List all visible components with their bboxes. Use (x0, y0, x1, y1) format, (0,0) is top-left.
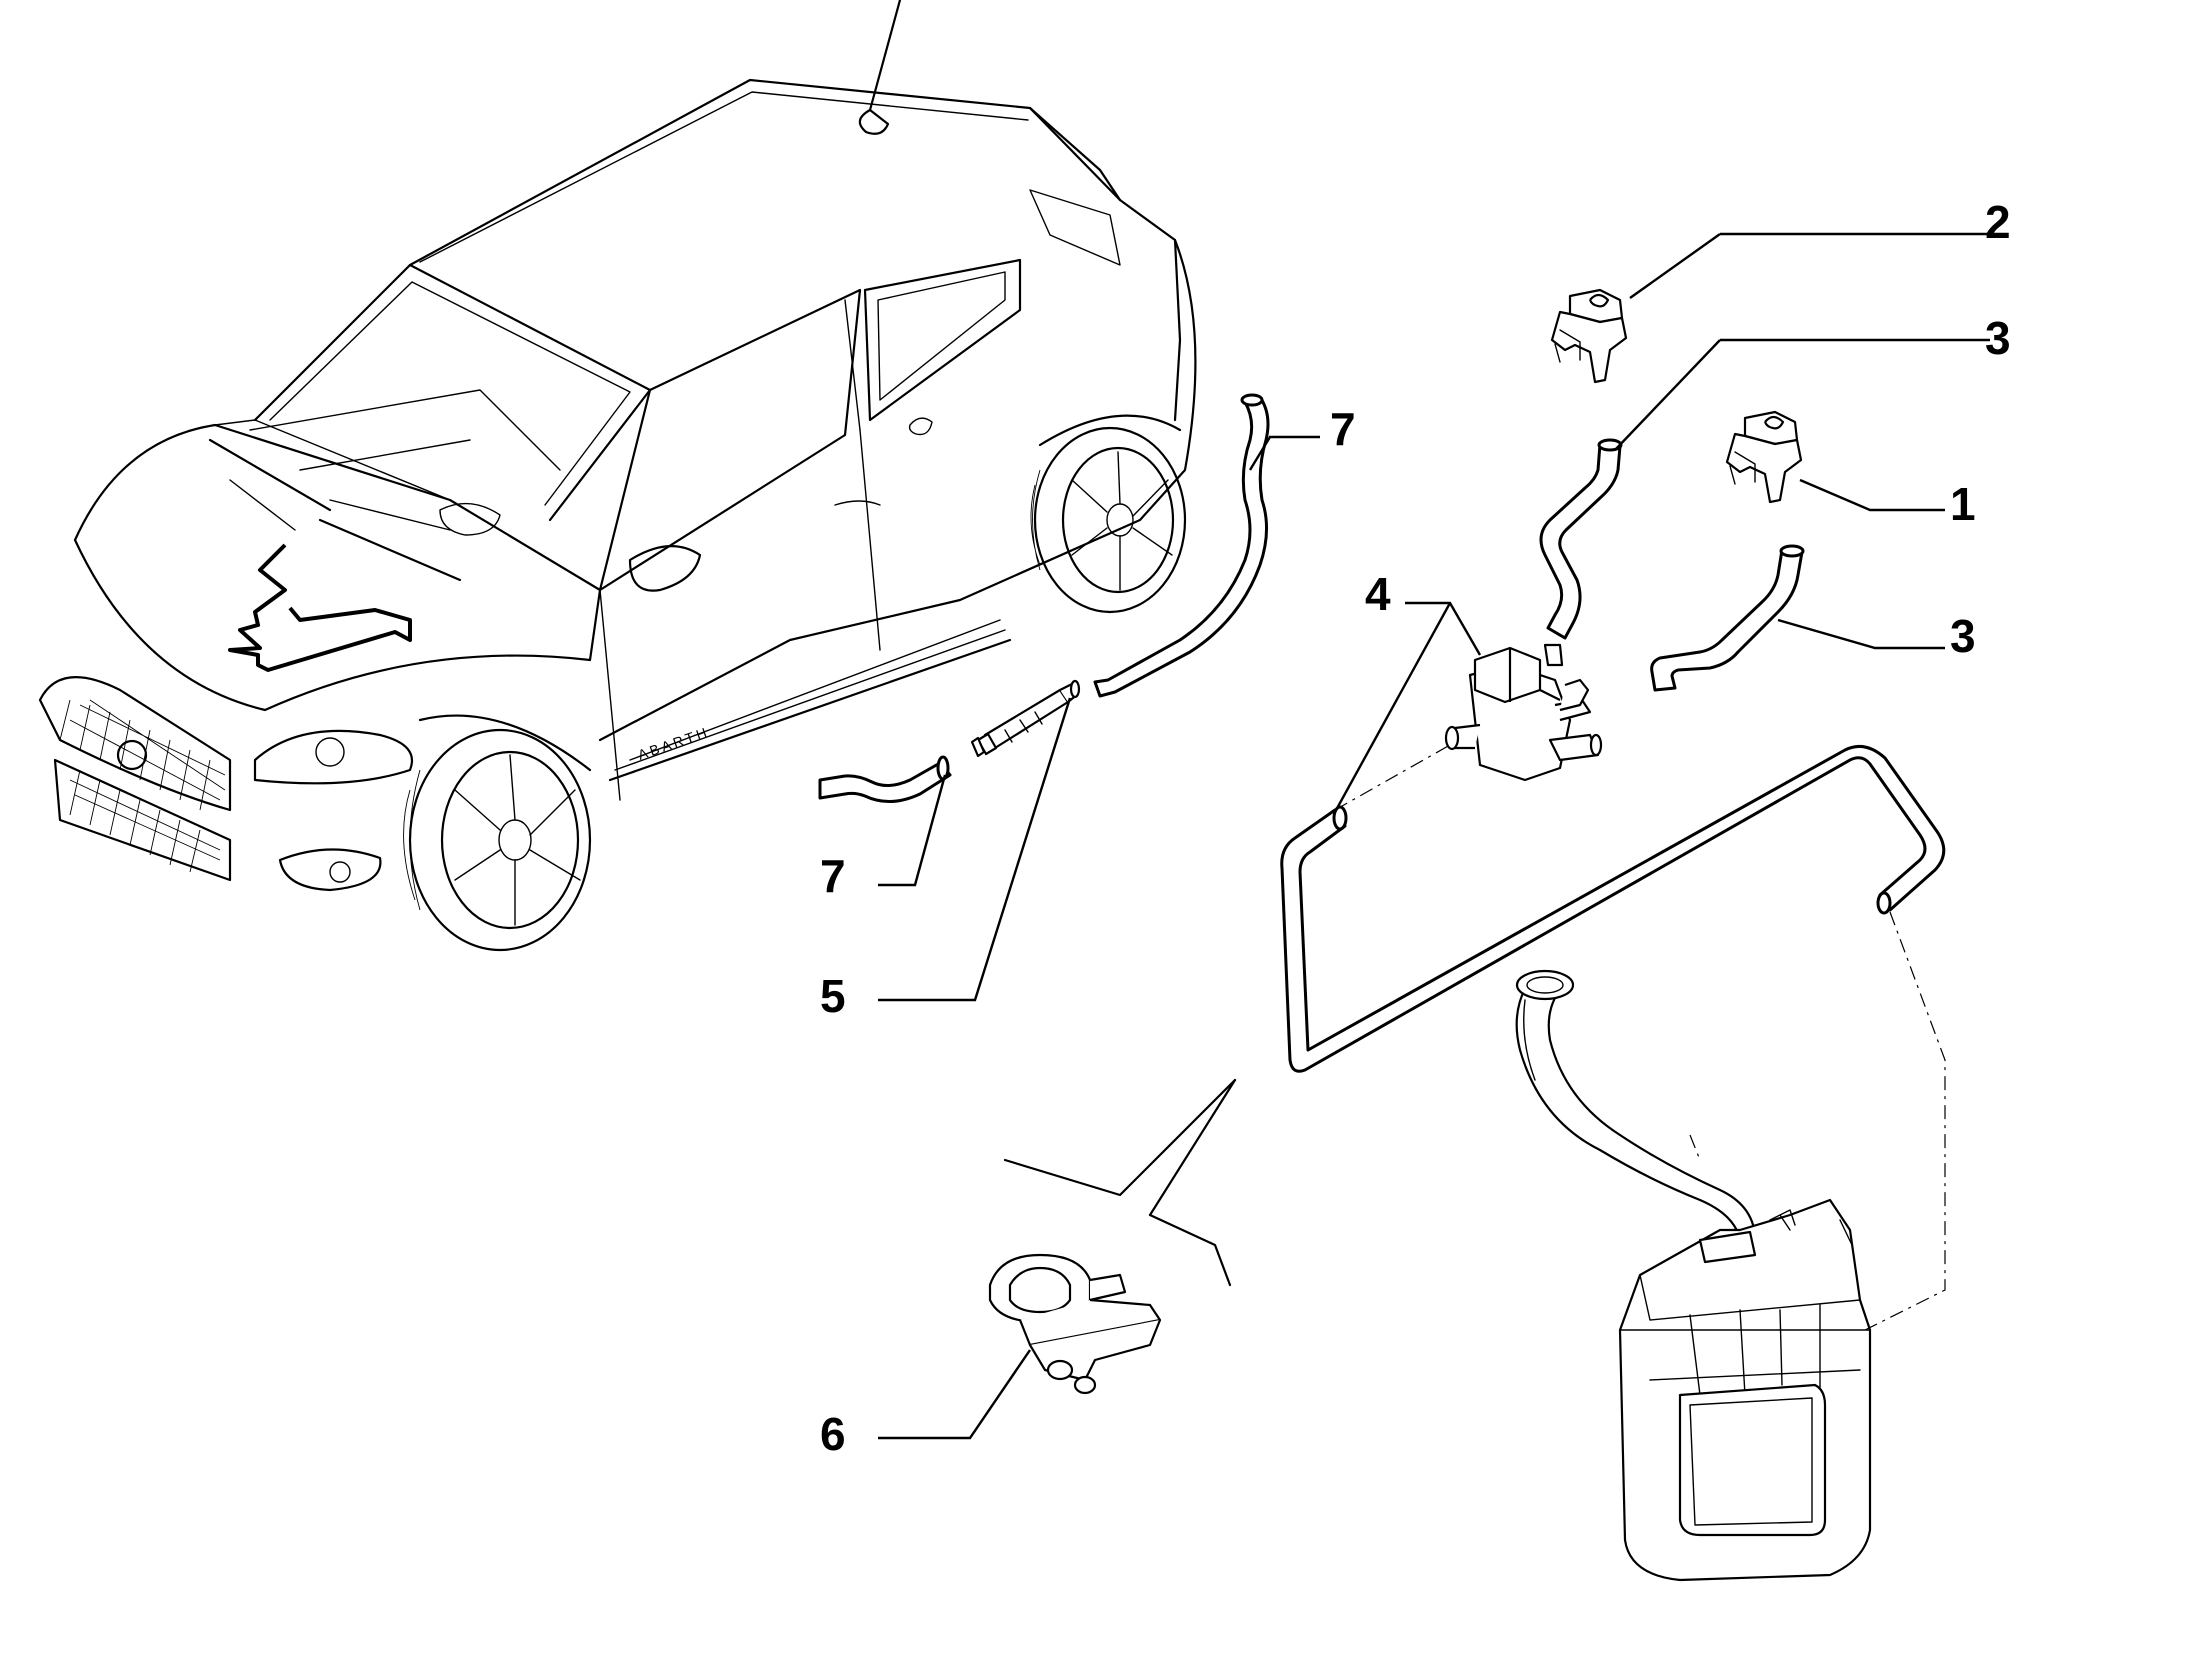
clamp-view-lines (1003, 1078, 1237, 1287)
part-7-hose-upper (1093, 393, 1270, 698)
callout-7-upper: 7 (1330, 403, 1356, 455)
rear-wheel (1030, 426, 1187, 614)
part-2-clip (1550, 288, 1628, 384)
reservoir-hose (1280, 744, 1946, 1073)
reservoir-outline-on-car (228, 543, 412, 672)
callout-1: 1 (1950, 478, 1976, 530)
car-illustration: ABARTH (38, 0, 1197, 952)
assembly-lines (1334, 744, 1946, 1331)
part-3-hose-upper (1539, 438, 1623, 640)
callout-labels: 2 3 1 3 4 7 7 5 6 (820, 196, 2011, 1460)
part-4-valve (1444, 643, 1603, 782)
part-1-clip (1725, 410, 1803, 504)
callout-leaders (878, 232, 1990, 1440)
front-wheel (403, 728, 592, 952)
part-3-hose-lower (1650, 544, 1805, 692)
part-5-connector (970, 679, 1081, 758)
callout-3-upper: 3 (1985, 312, 2011, 364)
callout-6: 6 (820, 1408, 846, 1460)
callout-4: 4 (1365, 568, 1391, 620)
part-6-clamp (988, 1253, 1162, 1395)
callout-3-lower: 3 (1950, 610, 1976, 662)
callout-7-lower: 7 (820, 850, 846, 902)
part-7-hose-lower (818, 755, 952, 803)
callout-2: 2 (1985, 196, 2011, 248)
callout-5: 5 (820, 970, 846, 1022)
washer-reservoir (1515, 969, 1872, 1582)
